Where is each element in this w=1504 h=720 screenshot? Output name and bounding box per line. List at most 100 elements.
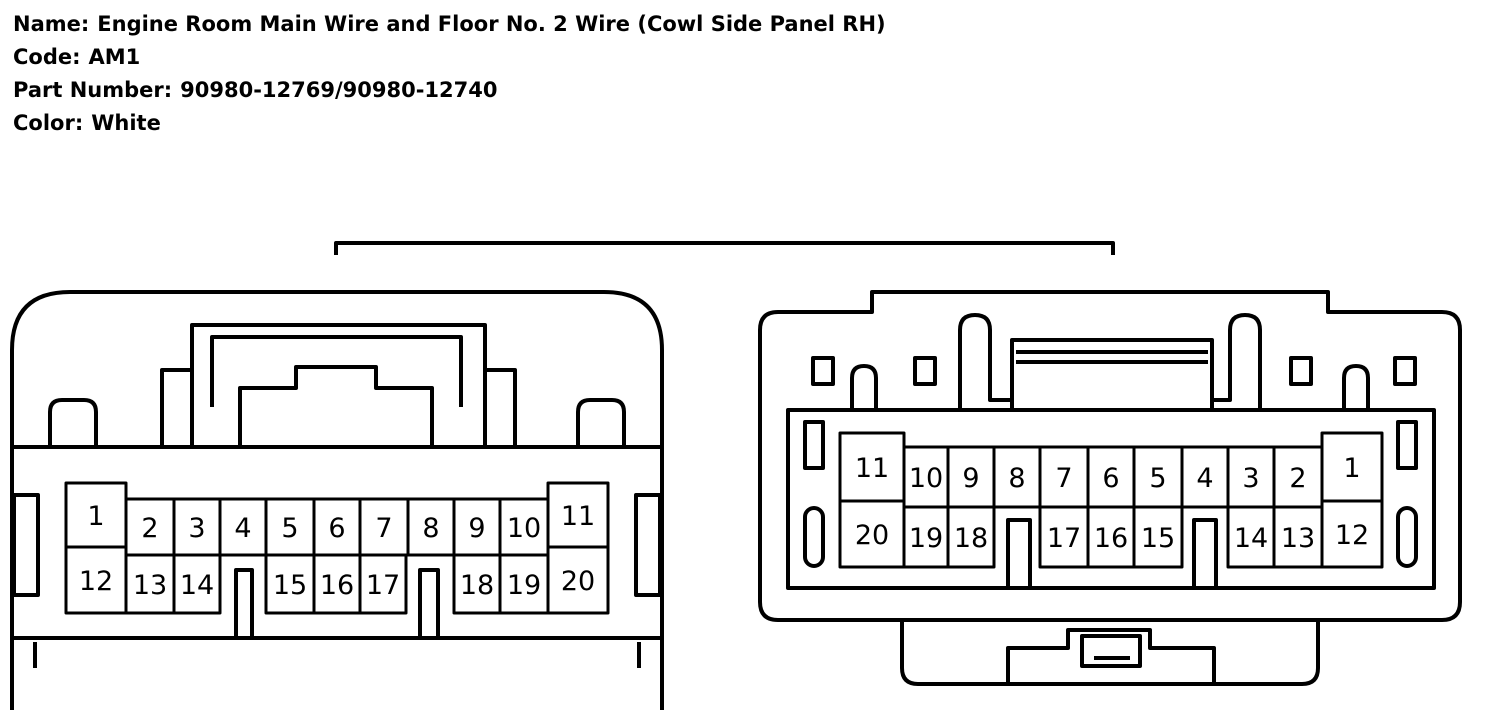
left-pin-20-label: 20 — [561, 566, 595, 597]
right-oval-right — [1396, 506, 1418, 568]
color-row: Color: White — [13, 107, 886, 140]
code-value: AM1 — [88, 45, 141, 69]
right-side-slot-right — [1396, 420, 1418, 470]
left-pin-12-cavity — [64, 545, 128, 615]
part-number-value: 90980-12769/90980-12740 — [180, 78, 498, 102]
left-pin-14-label: 14 — [180, 570, 214, 601]
left-pin-16-cavity — [312, 553, 362, 615]
right-pin-4-label: 4 — [1196, 463, 1213, 494]
left-pin-13-label: 13 — [133, 570, 167, 601]
left-connector-base-feet — [33, 642, 641, 668]
left-pin-9-label: 9 — [468, 513, 485, 544]
left-pin-15-label: 15 — [273, 570, 307, 601]
left-bump-outer-left — [48, 398, 98, 447]
left-pin-3-label: 3 — [188, 513, 205, 544]
left-pin-14-cavity — [172, 553, 222, 615]
right-pin-10-label: 10 — [909, 463, 943, 494]
left-pin-2-label: 2 — [141, 513, 158, 544]
left-pin-10-cavity — [498, 497, 550, 557]
right-hook-left — [850, 364, 878, 410]
right-pin-1-label: 1 — [1343, 453, 1360, 484]
right-pin-9-label: 9 — [962, 463, 979, 494]
mating-bracket — [334, 241, 1115, 255]
right-pin-7-label: 7 — [1055, 463, 1072, 494]
right-pin-17-label: 17 — [1047, 523, 1081, 554]
right-square-hole-2 — [913, 356, 937, 386]
right-hook-right — [1342, 364, 1370, 410]
right-latch-post-left — [958, 313, 1014, 410]
left-pin-1-label: 1 — [87, 501, 104, 532]
left-pin-8-label: 8 — [422, 513, 439, 544]
code-label: Code: — [13, 45, 81, 69]
left-side-slot-left — [12, 493, 40, 597]
right-pin-15-label: 15 — [1141, 523, 1175, 554]
left-pin-1-cavity — [64, 481, 128, 549]
left-pin-13-cavity — [124, 553, 176, 615]
color-value: White — [91, 111, 161, 135]
right-pin-16-label: 16 — [1094, 523, 1128, 554]
left-pin-10-label: 10 — [507, 513, 541, 544]
right-pin-20-cavity — [838, 499, 906, 569]
right-connector-housing — [758, 290, 1462, 622]
right-pin-20-label: 20 — [855, 520, 889, 551]
right-pin-15-cavity — [1132, 505, 1184, 569]
right-side-slot-left — [803, 420, 825, 470]
right-pin-12-label: 12 — [1335, 520, 1369, 551]
left-pin-15-cavity — [264, 553, 316, 615]
left-pin-18-label: 18 — [460, 570, 494, 601]
right-latch-ribs — [1016, 350, 1208, 364]
left-side-slot-right — [634, 493, 662, 597]
left-pin-17-cavity — [358, 553, 408, 615]
name-value: Engine Room Main Wire and Floor No. 2 Wi… — [97, 12, 886, 36]
right-pin-12-cavity — [1320, 499, 1384, 569]
color-label: Color: — [13, 111, 84, 135]
right-pin-3-label: 3 — [1242, 463, 1259, 494]
right-pin-13-label: 13 — [1281, 523, 1315, 554]
left-pin-11-label: 11 — [561, 501, 595, 532]
right-pin-17-cavity — [1038, 505, 1090, 569]
left-pin-11-cavity — [546, 481, 610, 549]
right-pin-1-cavity — [1320, 431, 1384, 503]
left-latch-outer — [190, 323, 487, 447]
right-keyways — [1006, 518, 1218, 588]
left-pin-17-label: 17 — [366, 570, 400, 601]
left-pin-6-label: 6 — [328, 513, 345, 544]
left-pin-5-label: 5 — [281, 513, 298, 544]
part-number-label: Part Number: — [13, 78, 173, 102]
left-keyways — [234, 568, 440, 638]
right-oval-left — [803, 506, 825, 568]
right-pin-5-label: 5 — [1149, 463, 1166, 494]
right-pin-6-label: 6 — [1102, 463, 1119, 494]
right-pin-18-label: 18 — [954, 523, 988, 554]
right-lock-housing — [900, 620, 1320, 686]
right-square-hole-3 — [1289, 356, 1313, 386]
right-pin-11-label: 11 — [855, 453, 889, 484]
left-pin-7-label: 7 — [375, 513, 392, 544]
right-latch-post-right — [1210, 313, 1262, 410]
right-pin-18-cavity — [946, 505, 996, 569]
right-lock-tab — [1006, 628, 1216, 684]
left-latch-inner — [210, 335, 463, 407]
right-lock-button — [1080, 634, 1142, 668]
code-row: Code: AM1 — [13, 41, 886, 74]
left-pin-19-label: 19 — [507, 570, 541, 601]
right-latch-frame — [1010, 338, 1214, 400]
right-pin-3-cavity — [1226, 445, 1276, 509]
left-pin-12-label: 12 — [79, 566, 113, 597]
left-latch-tab — [238, 365, 434, 447]
left-pin-20-cavity — [546, 545, 610, 615]
right-pin-16-cavity — [1086, 505, 1136, 569]
connector-info: Name: Engine Room Main Wire and Floor No.… — [13, 8, 886, 140]
right-pin-5-cavity — [1132, 445, 1184, 509]
name-label: Name: — [13, 12, 90, 36]
right-connector-inner — [786, 408, 1436, 590]
left-bump-outer-right — [576, 398, 626, 447]
right-pin-14-cavity — [1226, 505, 1276, 569]
right-pin-19-label: 19 — [909, 523, 943, 554]
right-pin-8-label: 8 — [1008, 463, 1025, 494]
left-connector-housing — [10, 290, 664, 710]
